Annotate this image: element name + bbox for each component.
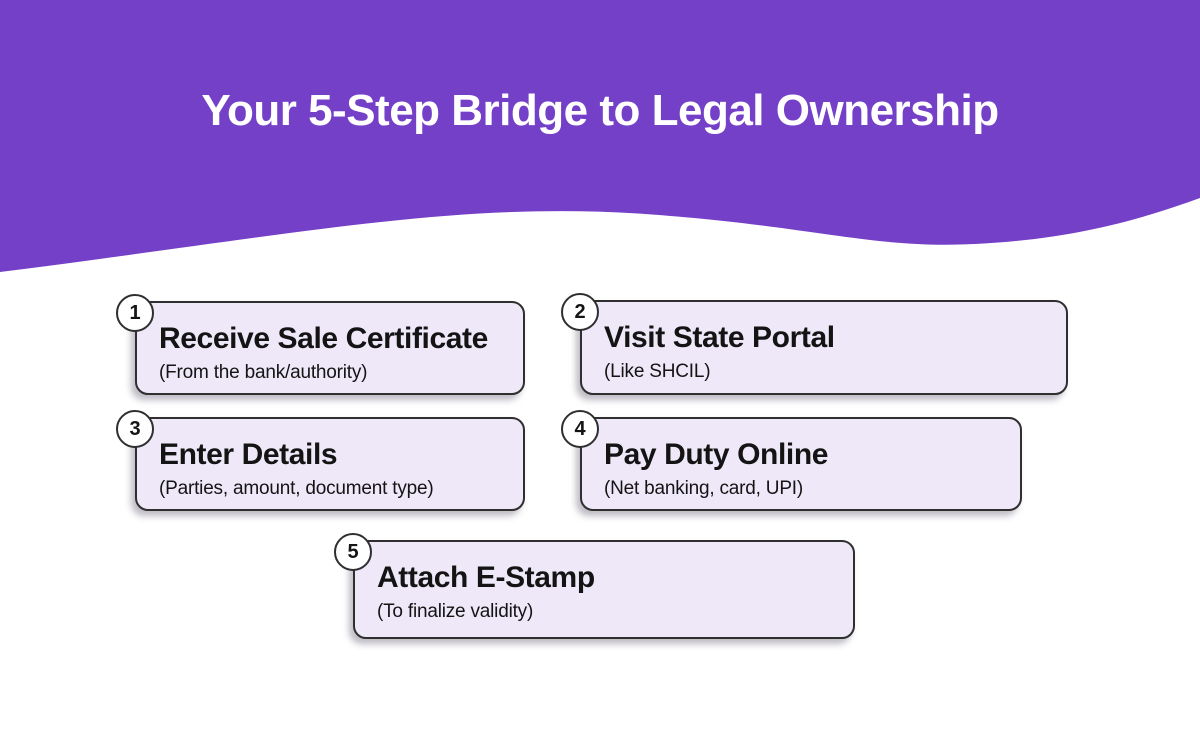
step-3-subtitle: (Parties, amount, document type) (159, 477, 434, 499)
step-5-title: Attach E-Stamp (377, 561, 595, 594)
header-wave (0, 0, 1200, 272)
step-card-4: 4 Pay Duty Online (Net banking, card, UP… (561, 410, 1022, 511)
step-4-title: Pay Duty Online (604, 438, 829, 471)
step-card-1: 1 Receive Sale Certificate (From the ban… (116, 294, 525, 395)
step-1-number-badge: 1 (116, 294, 154, 332)
step-4-subtitle: (Net banking, card, UPI) (604, 477, 804, 499)
step-3-title: Enter Details (159, 438, 338, 471)
step-4-number-badge: 4 (561, 410, 599, 448)
step-5-subtitle: (To finalize validity) (377, 600, 534, 622)
step-card-3: 3 Enter Details (Parties, amount, docume… (116, 410, 525, 511)
step-2-number-badge: 2 (561, 293, 599, 331)
step-1-subtitle: (From the bank/authority) (159, 361, 368, 383)
step-card-2: 2 Visit State Portal (Like SHCIL) (561, 293, 1068, 395)
step-1-title: Receive Sale Certificate (159, 322, 488, 355)
step-2-title: Visit State Portal (604, 321, 835, 354)
step-5-number-badge: 5 (334, 533, 372, 571)
page-title: Your 5-Step Bridge to Legal Ownership (201, 86, 999, 135)
step-3-number-badge: 3 (116, 410, 154, 448)
step-card-5: 5 Attach E-Stamp (To finalize validity) (334, 533, 855, 639)
step-2-subtitle: (Like SHCIL) (604, 360, 711, 382)
